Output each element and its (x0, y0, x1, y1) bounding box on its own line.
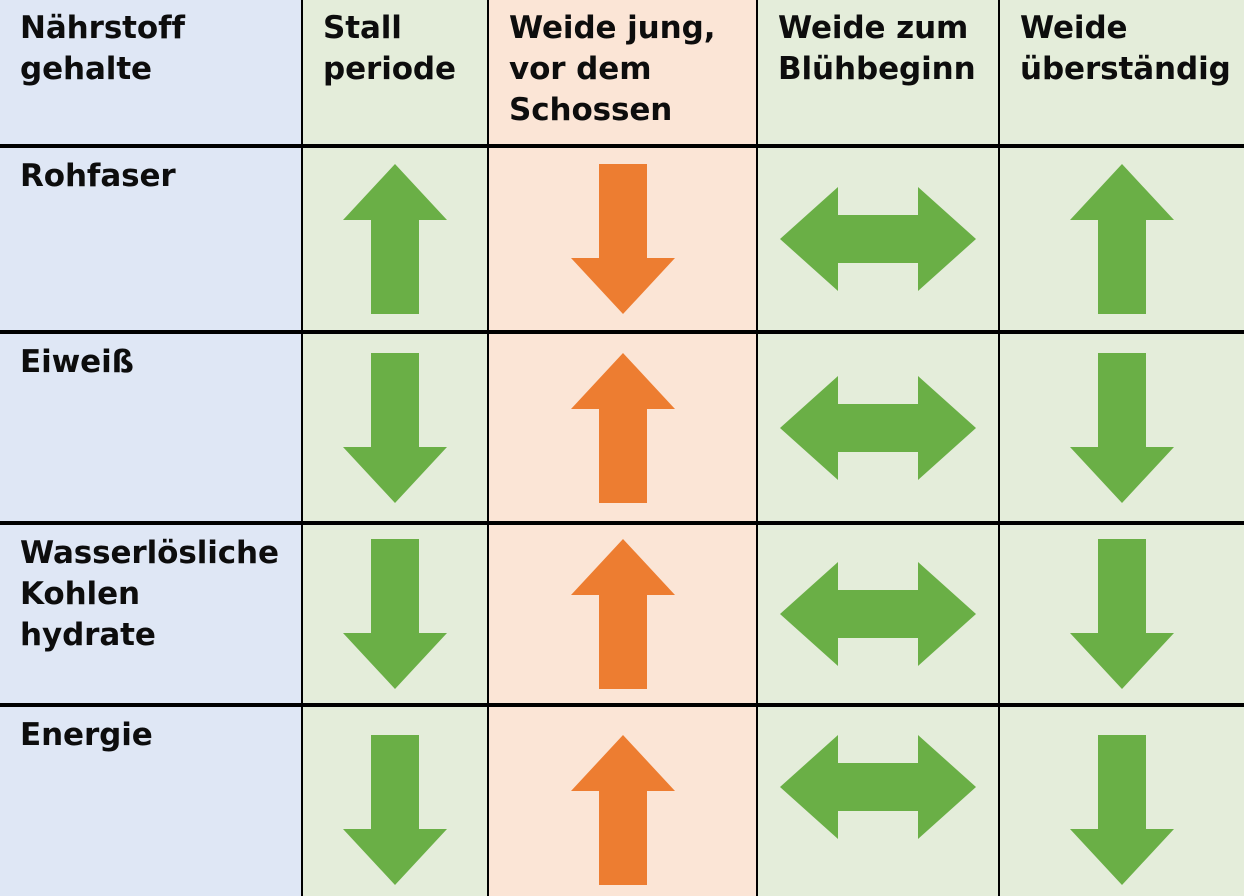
arrow-container (758, 334, 998, 521)
arrow-down-icon (570, 164, 675, 314)
table-row: Energie (0, 703, 1244, 896)
arrow-down-icon (1070, 352, 1174, 503)
cell-r3-c1 (302, 703, 489, 896)
cell-r3-c2 (488, 703, 758, 896)
arrow-up-icon (343, 164, 447, 314)
column-header-2: Weide jung, vor dem Schossen (488, 0, 758, 146)
arrow-left-right-icon (780, 735, 976, 839)
arrow-left-right-icon (780, 562, 976, 666)
table-row: Rohfaser (0, 144, 1244, 332)
table-row: Eiweiß (0, 330, 1244, 523)
table-corner-title: Nährstoff gehalte (0, 0, 303, 146)
row-label-2: Wasserlösliche Kohlen hydrate (0, 521, 303, 705)
arrow-down-icon (343, 352, 447, 503)
arrow-container (1000, 525, 1244, 703)
arrow-container (1000, 707, 1244, 896)
row-label-0: Rohfaser (0, 144, 303, 332)
cell-r1-c1 (302, 330, 489, 523)
arrow-up-icon (1070, 164, 1174, 314)
arrow-container (758, 148, 998, 330)
row-label-1: Eiweiß (0, 330, 303, 523)
arrow-container (489, 525, 756, 703)
cell-r0-c1 (302, 144, 489, 332)
arrow-container (1000, 334, 1244, 521)
cell-r3-c4 (999, 703, 1244, 896)
arrow-container (303, 334, 487, 521)
arrow-left-right-icon (780, 187, 976, 291)
cell-r0-c2 (488, 144, 758, 332)
row-label-3: Energie (0, 703, 303, 896)
arrow-left-right-icon (780, 375, 976, 480)
column-header-1: Stall periode (302, 0, 489, 146)
arrow-up-icon (570, 735, 675, 885)
arrow-container (303, 148, 487, 330)
arrow-container (758, 707, 998, 896)
arrow-up-icon (570, 539, 675, 689)
cell-r2-c1 (302, 521, 489, 705)
cell-r2-c3 (757, 521, 1000, 705)
arrow-container (489, 148, 756, 330)
arrow-container (758, 525, 998, 703)
cell-r1-c2 (488, 330, 758, 523)
cell-r1-c4 (999, 330, 1244, 523)
cell-r3-c3 (757, 703, 1000, 896)
cell-r1-c3 (757, 330, 1000, 523)
arrow-down-icon (1070, 539, 1174, 689)
arrow-container (1000, 148, 1244, 330)
arrow-down-icon (343, 735, 447, 885)
arrow-container (489, 334, 756, 521)
cell-r0-c3 (757, 144, 1000, 332)
column-header-3: Weide zum Blühbeginn (757, 0, 1000, 146)
cell-r2-c4 (999, 521, 1244, 705)
table-row: Wasserlösliche Kohlen hydrate (0, 521, 1244, 705)
cell-r2-c2 (488, 521, 758, 705)
cell-r0-c4 (999, 144, 1244, 332)
arrow-container (489, 707, 756, 896)
arrow-container (303, 525, 487, 703)
arrow-down-icon (343, 539, 447, 689)
column-header-4: Weide überständig (999, 0, 1244, 146)
arrow-up-icon (570, 352, 675, 503)
arrow-down-icon (1070, 735, 1174, 885)
arrow-container (303, 707, 487, 896)
